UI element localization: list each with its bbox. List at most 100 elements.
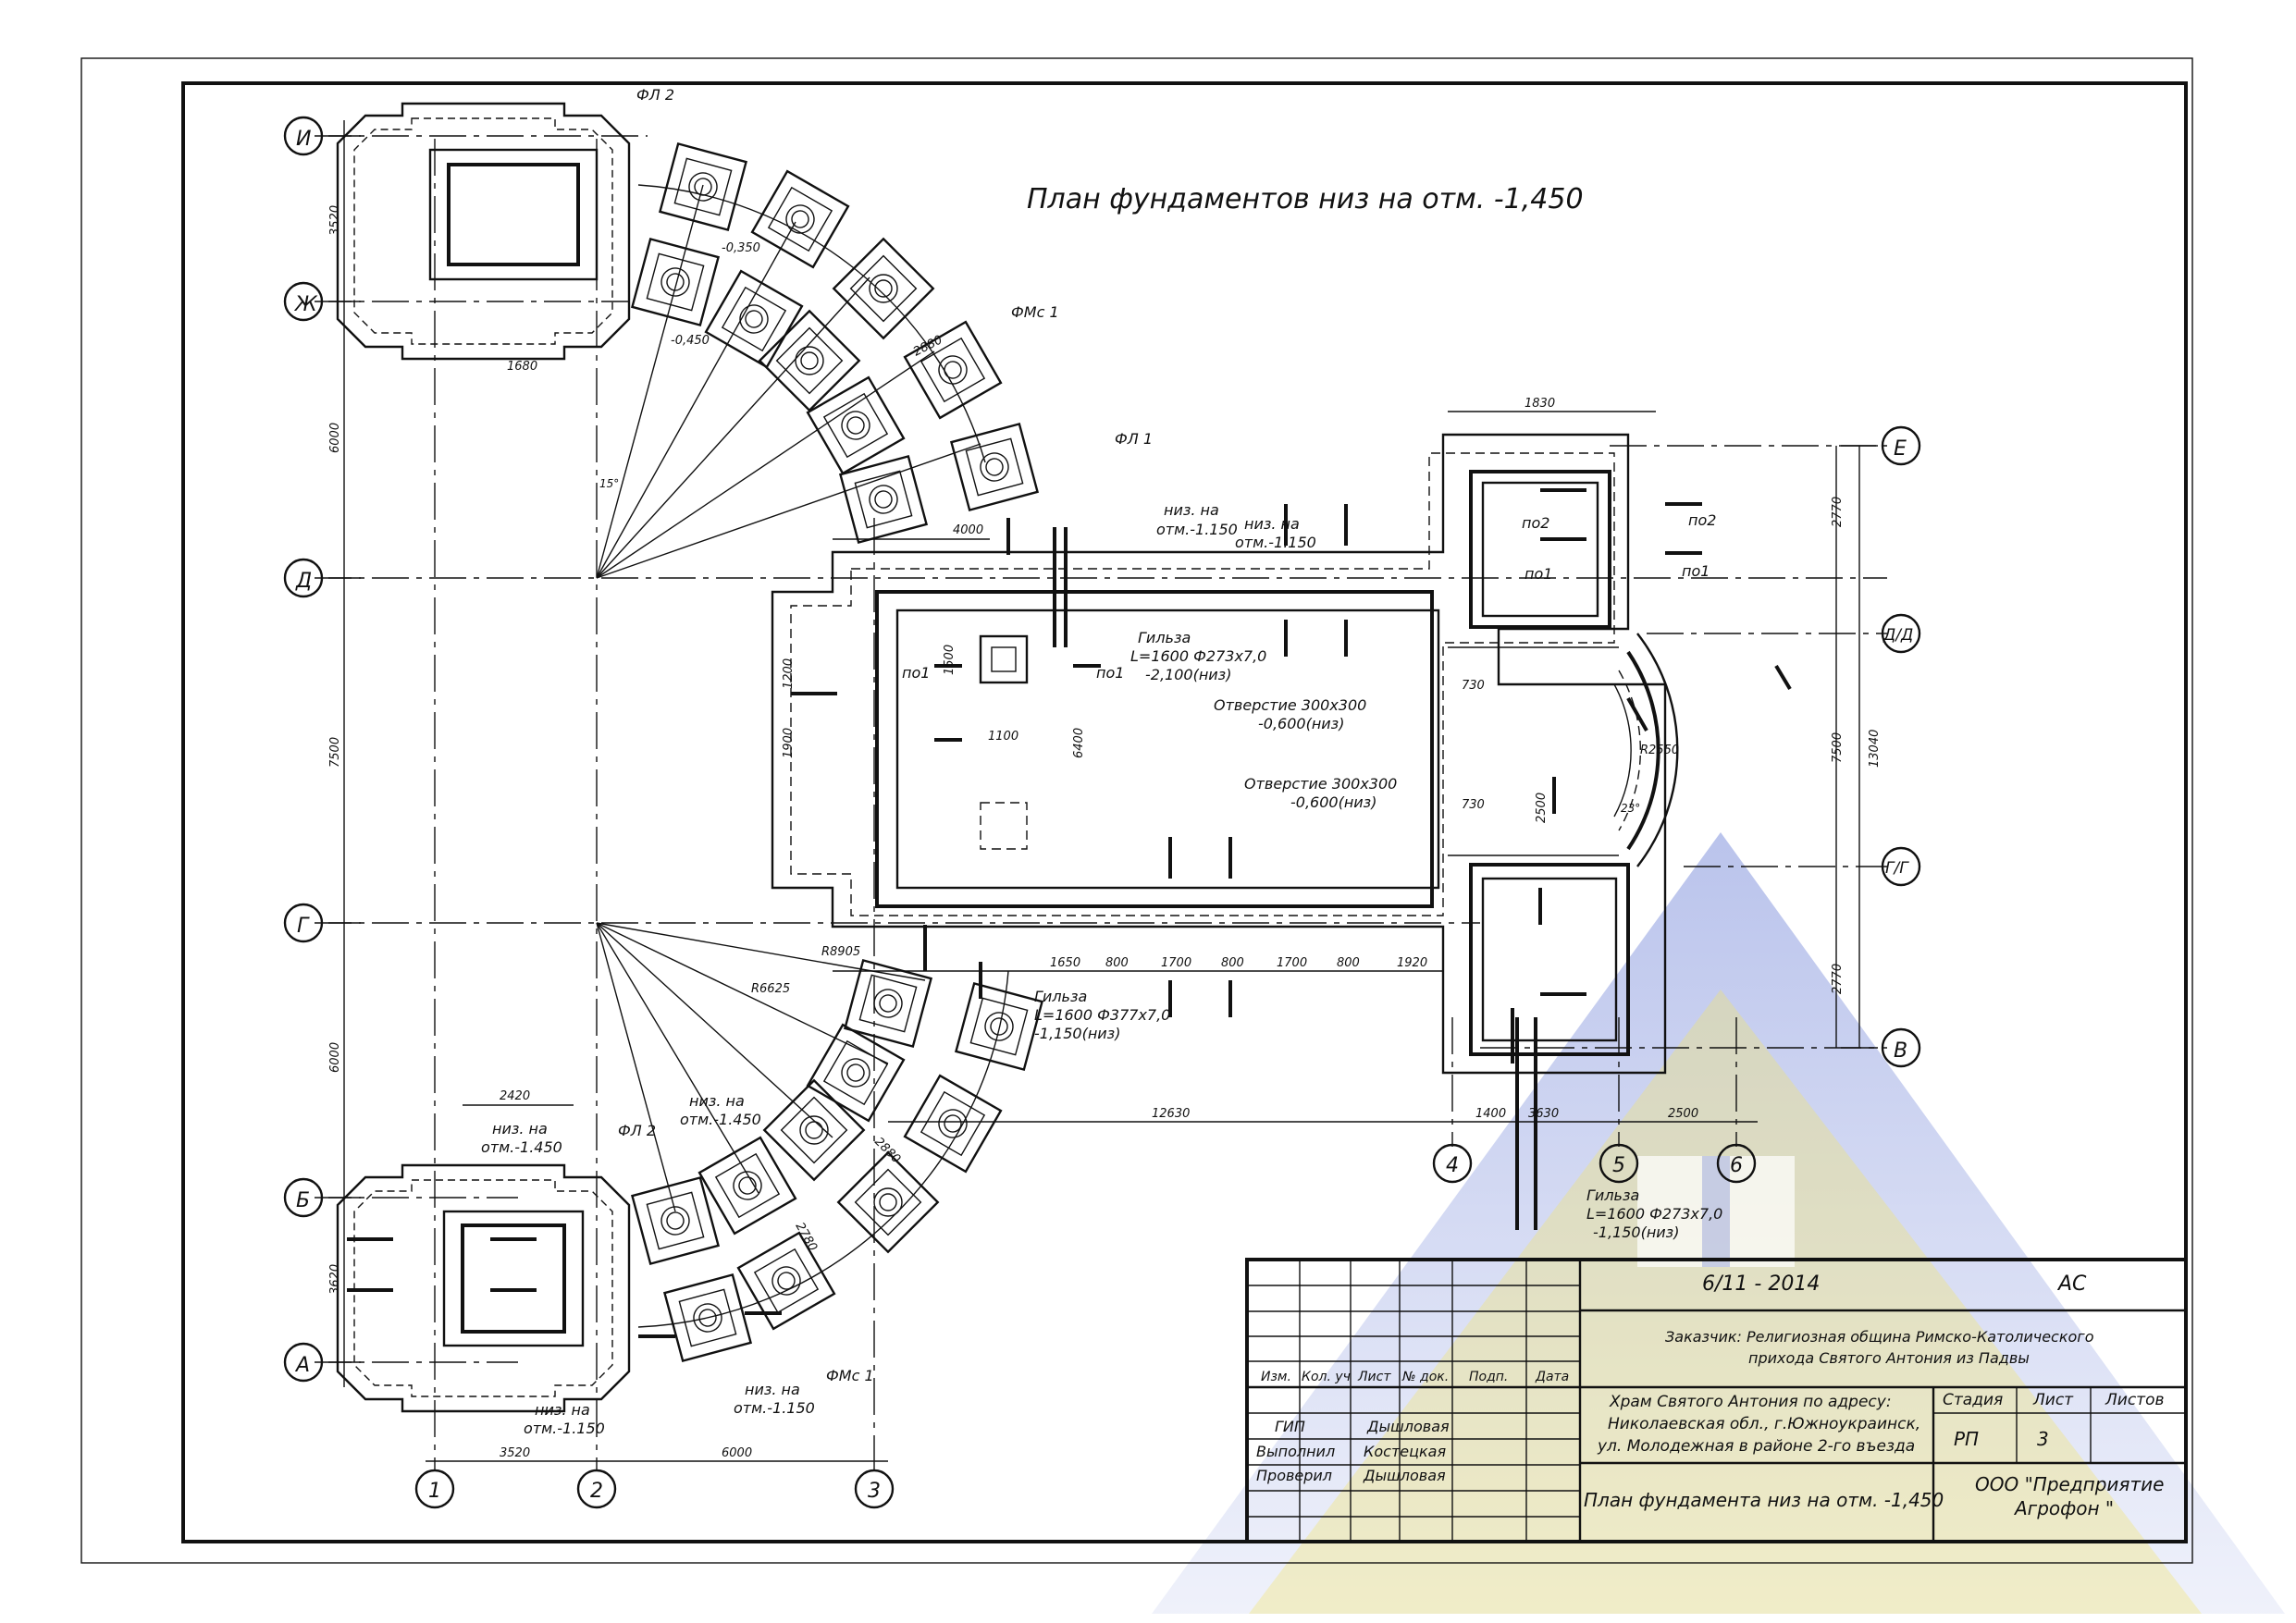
note-gilza-spec: L=1600 Ф377х7,0 [1034,1006,1170,1024]
axis-label: 3 [868,1480,881,1503]
note-otm: отм.-1.150 [734,1399,815,1417]
dim-value: 730 [1462,679,1485,693]
dim-value: 7500 [328,737,342,768]
axis-label: 4 [1446,1154,1459,1177]
label-po2: по2 [1522,514,1549,532]
dim-value: 1500 [943,645,957,675]
header-cell: Дата [1535,1370,1569,1384]
dim-value: 2770 [1831,964,1845,994]
label-fl2-bottom: ФЛ 2 [618,1122,656,1139]
axis-label: 5 [1612,1154,1625,1177]
note-gilza-spec: L=1600 Ф273х7,0 [1130,647,1266,665]
label-fl1: ФЛ 1 [1115,430,1153,448]
axis-label: Г/Г [1885,859,1909,878]
axis-label: А [294,1354,310,1377]
grid-axes [315,135,1887,1470]
dim-value: 1100 [988,730,1018,744]
note-gilza-spec: L=1600 Ф273х7,0 [1586,1205,1722,1223]
dim-value: 6400 [1072,728,1086,758]
dim-value: 1700 [1161,956,1191,970]
dim-value: 1400 [1475,1107,1506,1121]
mark-minus-0350: -0,350 [722,241,760,255]
dim-value: 6000 [722,1446,752,1460]
dim-value: 3520 [500,1446,530,1460]
label-po2: по2 [1688,511,1716,529]
sheet-header: Лист [2032,1391,2074,1409]
label-angle: 23° [1621,802,1640,815]
note-gilza-level: -1,150(низ) [1034,1025,1120,1042]
dim-value: 800 [1221,956,1244,970]
note-opening-level: -0,600(низ) [1258,715,1344,732]
note-opening-title: Отверстие 300х300 [1244,775,1397,793]
column-pads-bottom [596,922,1043,1362]
title-block: 6/11 - 2014 АС Заказчик: Религиозная общ… [1245,1258,2188,1543]
dim-value: 3620 [328,1264,342,1295]
role-name: Дышловая [1366,1418,1450,1435]
section-cut-marks [347,488,1792,1338]
dim-value: 6000 [328,423,342,453]
note-gilza-title: Гильза [1586,1187,1639,1204]
note-otm: отм.-1.150 [1235,534,1316,551]
axis-label: В [1894,1039,1907,1063]
header-cell: № док. [1401,1370,1449,1384]
axis-label: 6 [1730,1154,1743,1177]
outer-frame [80,57,2193,1564]
tower-foundation-top [336,102,631,361]
header-cell: Кол. уч [1302,1370,1351,1384]
customer-line-2: прихода Святого Антония из Падвы [1748,1349,2030,1367]
nave-foundation [771,433,1679,1075]
header-cell: Подп. [1469,1370,1508,1384]
note-niz-na: низ. на [1244,515,1300,533]
dim-value: 1900 [782,728,796,758]
note-otm: отм.-1.450 [481,1138,562,1156]
dim-value: 7500 [1831,732,1845,763]
note-gilza-title: Гильза [1034,988,1087,1005]
tower-foundation-bottom [336,1163,631,1413]
sheet-value: 3 [2037,1428,2049,1450]
label-po1: по1 [1682,562,1710,580]
watermark-logo [1152,832,2285,1614]
role-label: Проверил [1256,1467,1332,1484]
stage-header: Стадия [1943,1391,2003,1409]
note-niz-na: низ. на [689,1092,745,1110]
company-line-2: Агрофон " [2013,1497,2114,1519]
dim-value: 6000 [328,1042,342,1073]
company-line-1: ООО "Предприятие [1975,1473,2164,1495]
note-gilza-level: -2,100(низ) [1145,666,1231,683]
dim-value: 3520 [328,205,342,236]
note-opening-title: Отверстие 300х300 [1214,696,1366,714]
axis-label: Д [295,570,312,593]
dim-value: 800 [1105,956,1129,970]
axis-bubbles: И Ж Д Г Б А Е Д/Д Г/Г В 1 2 3 4 5 6 [283,116,1921,1509]
axis-label: Д/Д [1882,626,1913,645]
object-line-1: Храм Святого Антония по адресу: [1609,1393,1892,1411]
note-otm: отм.-1.450 [680,1111,761,1128]
inner-frame [181,81,2188,1543]
dim-value: 1680 [507,360,537,374]
label-radius: R6625 [751,982,790,996]
note-niz-na: низ. на [535,1401,590,1419]
dimension-lines [328,120,1878,1462]
project-mark: АС [2056,1273,2087,1296]
sheet-title: План фундамента низ на отм. -1,450 [1584,1489,1944,1511]
dim-value: 1920 [1397,956,1427,970]
role-name: Костецкая [1364,1443,1446,1460]
note-gilza-title: Гильза [1138,629,1191,646]
dim-value: 800 [1337,956,1360,970]
dim-value: 2420 [500,1089,530,1103]
label-radius: R8905 [821,945,860,959]
column-pads-top [596,142,1039,579]
dim-value: 2500 [1668,1107,1698,1121]
dim-value: 13040 [1868,730,1882,768]
object-line-2: Николаевская обл., г.Южноукраинск, [1608,1415,1920,1433]
note-niz-na: низ. на [1164,501,1219,519]
drawing-labels: ФЛ 2 ФМс 1 ФЛ 1 ФЛ 2 ФМс 1 -0,350 -0,450… [481,86,1722,1437]
mark-minus-0450: -0,450 [671,334,710,348]
dim-value: 1200 [782,658,796,689]
axis-label: 2 [590,1480,603,1503]
role-label: ГИП [1275,1418,1305,1435]
object-line-3: ул. Молодежная в районе 2-го въезда [1597,1437,1915,1456]
axis-label: Б [296,1189,310,1212]
note-otm: отм.-1.150 [1156,521,1238,538]
dim-value: 4000 [953,523,983,537]
